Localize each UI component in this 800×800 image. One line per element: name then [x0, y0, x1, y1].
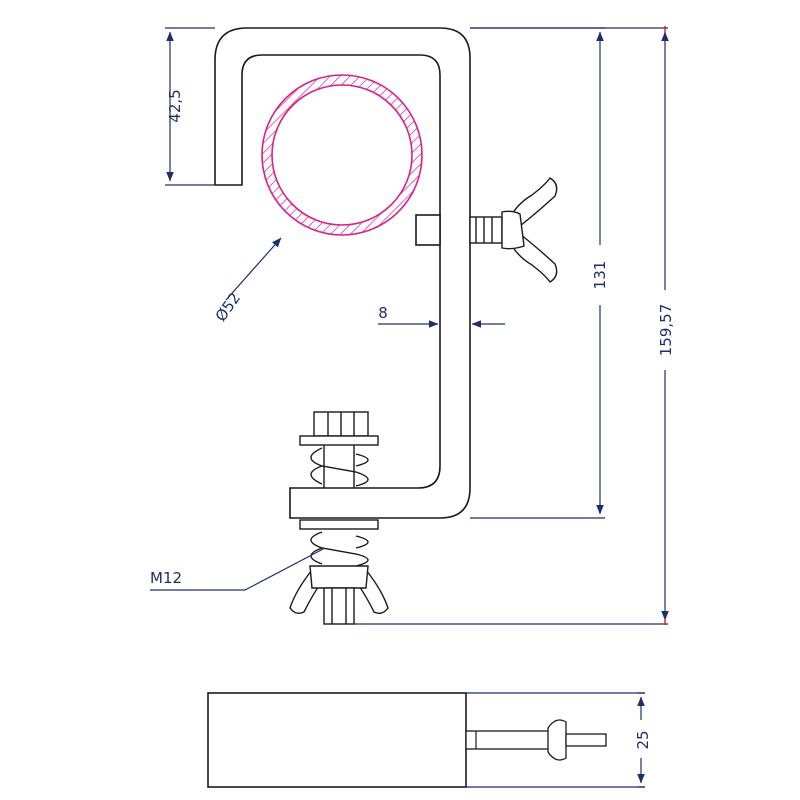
dim-bolt-thread-label: M12 — [150, 569, 182, 587]
bolt-thread-end — [323, 587, 355, 625]
dim-bolt-thread-leader — [150, 547, 326, 591]
dimension-lines — [150, 27, 669, 625]
pipe-section — [261, 74, 423, 236]
side-wing-bolt — [469, 177, 558, 283]
top-view-bolt-tip — [565, 733, 607, 747]
top-view-bolt-shaft — [465, 730, 551, 750]
top-view-body — [207, 692, 467, 788]
bottom-wing-hub — [309, 565, 369, 589]
dim-hook-depth-label: 42,5 — [166, 89, 184, 122]
washer-top — [299, 435, 379, 446]
pipe-bore — [271, 84, 413, 226]
top-view-dimension — [466, 692, 645, 788]
side-wing-hub — [501, 210, 525, 250]
washer-bottom — [299, 519, 379, 530]
red-ticks — [638, 26, 666, 788]
dim-pipe-diameter-label: Ø52 — [212, 289, 244, 325]
spring-lower — [310, 531, 369, 567]
bottom-bolt-assembly — [289, 411, 389, 625]
spring-upper — [310, 447, 369, 487]
clamp-body-outline — [214, 27, 471, 519]
top-view — [207, 692, 607, 788]
side-bolt-sleeve — [415, 214, 441, 246]
top-view-wing-nut — [547, 719, 567, 761]
dim-wall-thickness-label: 8 — [378, 304, 388, 322]
side-bolt-shaft — [469, 216, 503, 244]
dim-total-height-label: 159,57 — [657, 304, 675, 357]
clamp-body — [214, 27, 471, 519]
dim-pipe-diameter-leader — [225, 237, 282, 301]
dim-inner-height-label: 131 — [591, 261, 609, 290]
dim-width-label: 25 — [634, 730, 652, 749]
